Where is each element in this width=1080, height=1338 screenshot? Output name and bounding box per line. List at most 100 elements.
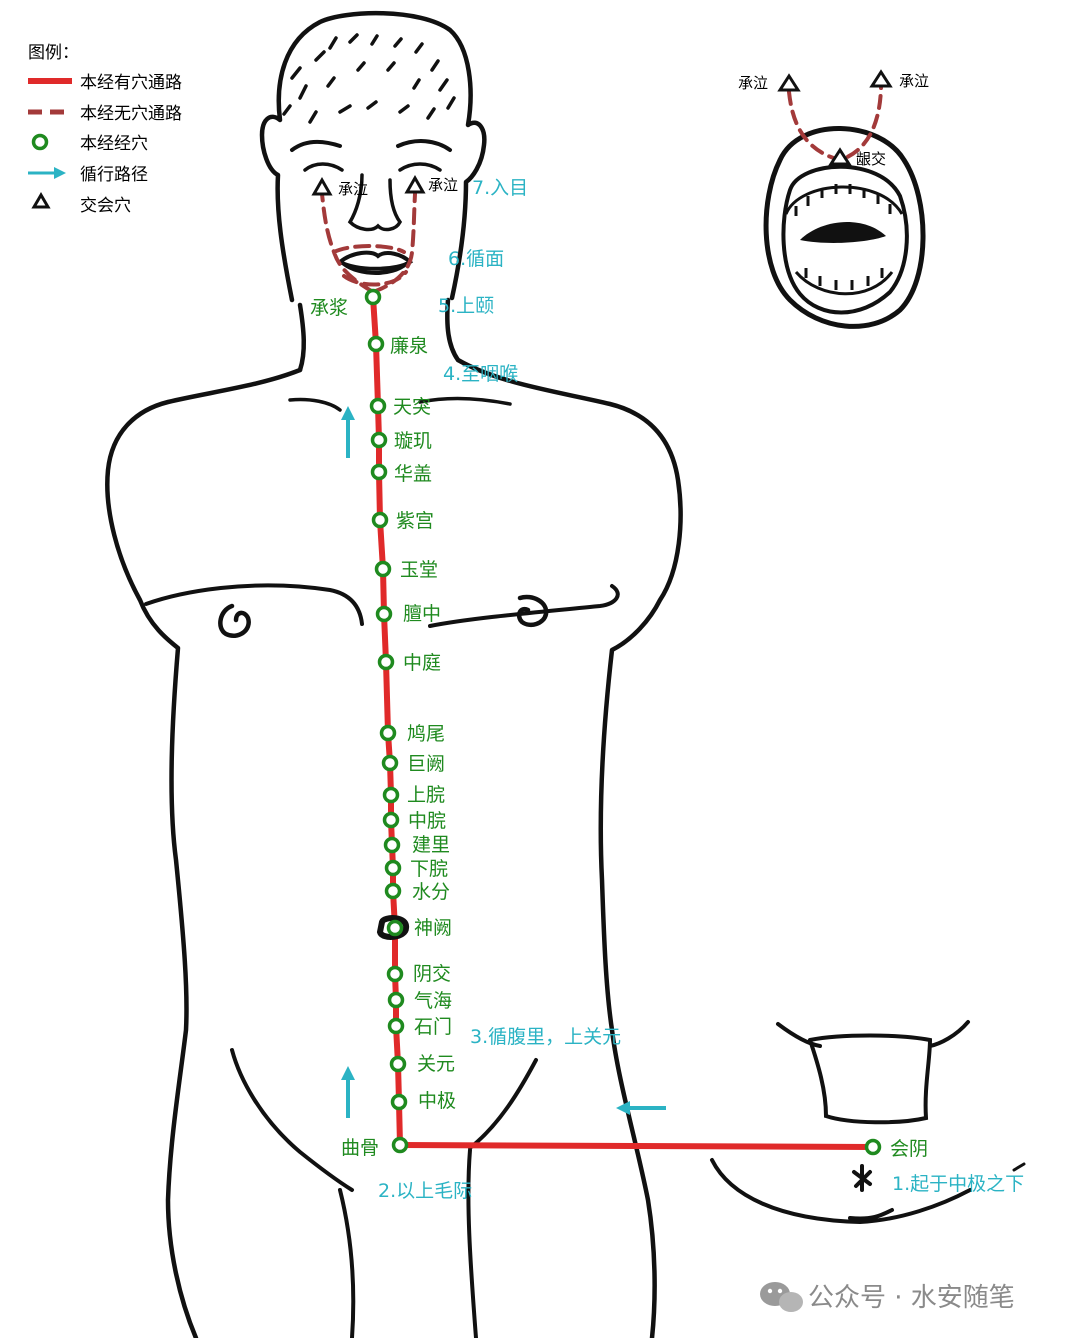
tongue [800, 222, 886, 243]
flow-arrow-abdomen-up [341, 1066, 355, 1118]
svg-text:中庭: 中庭 [403, 652, 441, 674]
eyes [303, 162, 442, 172]
svg-text:巨阙: 巨阙 [407, 753, 445, 775]
collarbones [288, 396, 512, 412]
point-yutang: 玉堂 [374, 559, 438, 581]
legend-label-flow: 循行路径 [80, 165, 148, 185]
chest-lines [144, 583, 620, 628]
flow-arrow-chest-up [341, 406, 355, 458]
channel-solid-horizontal [397, 1142, 876, 1150]
point-qugu: 曲骨 [341, 1136, 409, 1159]
point-zhongji: 中极 [390, 1090, 456, 1112]
point-zigong: 紫宫 [371, 510, 434, 532]
navel-mark [376, 915, 409, 940]
svg-text:阴交: 阴交 [413, 963, 451, 985]
label-mouth-left-chengqi: 承泣 [738, 74, 768, 92]
svg-text:水分: 水分 [412, 881, 450, 903]
svg-text:承浆: 承浆 [310, 297, 348, 319]
point-juque: 巨阙 [381, 753, 445, 775]
svg-text:会阴: 会阴 [890, 1138, 928, 1160]
body-outline [105, 10, 1026, 1338]
point-huiyin: 会阴 [864, 1138, 928, 1160]
upper-teeth [784, 184, 904, 216]
step-2-label: 2.以上毛际 [378, 1180, 472, 1202]
svg-text:鸠尾: 鸠尾 [407, 723, 445, 745]
channel-dashed-face [320, 192, 417, 294]
crossing-triangles [311, 69, 893, 196]
point-shuifen: 水分 [384, 881, 450, 903]
svg-text:璇玑: 璇玑 [394, 430, 432, 452]
legend-label-dashed: 本经无穴通路 [80, 104, 182, 124]
svg-text:气海: 气海 [414, 990, 452, 1012]
torso-left [105, 367, 303, 1338]
svg-text:上脘: 上脘 [407, 784, 445, 806]
point-zhongting: 中庭 [377, 652, 441, 674]
wechat-icon [760, 1282, 803, 1312]
crossing-triangle-mouth-left [777, 73, 801, 92]
point-danzhong: 膻中 [375, 603, 441, 625]
path-step-labels: 1.起于中极之下 2.以上毛际 3.循腹里，上关元 4.至咽喉 5.上颐 6.循… [378, 177, 1024, 1202]
acupoints: 承浆 廉泉 天突 璇玑 华盖 紫宫 玉堂 膻中 中庭 鸠尾 巨阙 上脘 中脘 建… [310, 288, 928, 1160]
legend: 图例： 本经有穴通路 本经无穴通路 本经经穴 循行路径 交会穴 [28, 43, 182, 216]
point-jianli: 建里 [383, 834, 450, 856]
svg-text:华盖: 华盖 [394, 463, 432, 485]
svg-text:天突: 天突 [393, 396, 431, 418]
legend-label-crossing: 交会穴 [80, 196, 131, 216]
nose [347, 173, 403, 232]
label-mouth-right-chengqi: 承泣 [899, 72, 929, 90]
svg-text:玉堂: 玉堂 [400, 559, 438, 581]
step-6-label: 6.循面 [448, 248, 504, 270]
eyebrows [290, 139, 452, 152]
svg-text:紫宫: 紫宫 [396, 510, 434, 532]
point-shimen: 石门 [387, 1016, 452, 1038]
crossing-labels: 承泣 承泣 承泣 承泣 龈交 [338, 72, 929, 198]
mark-right [1012, 1162, 1026, 1172]
legend-title: 图例： [28, 43, 79, 63]
flow-arrow-left [616, 1101, 666, 1115]
crossing-triangle-mouth-right [869, 69, 893, 88]
svg-text:下脘: 下脘 [410, 858, 448, 880]
svg-text:膻中: 膻中 [403, 603, 441, 625]
svg-text:中极: 中极 [418, 1090, 456, 1112]
step-7-label: 7.入目 [472, 177, 528, 199]
triangle-icon [31, 192, 51, 209]
point-circle-icon [31, 133, 49, 151]
crossing-triangle-face-right [404, 174, 426, 194]
point-qihai: 气海 [387, 990, 452, 1012]
label-face-left-chengqi: 承泣 [338, 180, 368, 198]
head-outline [259, 10, 487, 303]
point-lianquan: 廉泉 [367, 335, 428, 357]
point-zhongwan: 中脘 [382, 810, 446, 832]
point-shenque: 神阙 [386, 917, 452, 939]
crossing-triangle-face-left [311, 176, 333, 196]
abdomen-lines [230, 1048, 538, 1338]
hair-marks [282, 33, 456, 124]
mouth-inset [763, 126, 926, 329]
neck-left [297, 302, 307, 373]
point-huagai: 华盖 [370, 463, 432, 485]
pelvis-sketch [710, 1020, 972, 1225]
point-tiantu: 天突 [369, 396, 431, 418]
neck-right [445, 297, 461, 363]
point-shangwan: 上脘 [382, 784, 445, 806]
point-xuanji: 璇玑 [370, 430, 432, 452]
lower-teeth [794, 268, 894, 296]
svg-text:神阙: 神阙 [414, 917, 452, 939]
point-chengjiang: 承浆 [310, 288, 382, 319]
mouth-inset-inner [781, 164, 909, 315]
arrow-icon [28, 167, 66, 179]
watermark-text: 公众号 · 水安随笔 [808, 1283, 1015, 1313]
svg-text:廉泉: 廉泉 [390, 335, 428, 357]
point-jiuwei: 鸠尾 [379, 723, 445, 745]
crossing-triangle-mouth-center [828, 147, 852, 166]
point-xiawan: 下脘 [384, 858, 448, 880]
torso-right [455, 357, 683, 1338]
svg-text:中脘: 中脘 [408, 810, 446, 832]
step-3-label: 3.循腹里，上关元 [470, 1026, 621, 1048]
point-yinjiao: 阴交 [386, 963, 451, 985]
mouth [336, 250, 414, 275]
svg-text:曲骨: 曲骨 [341, 1137, 379, 1159]
point-guanyuan: 关元 [389, 1053, 455, 1075]
flow-arrows [341, 406, 666, 1118]
